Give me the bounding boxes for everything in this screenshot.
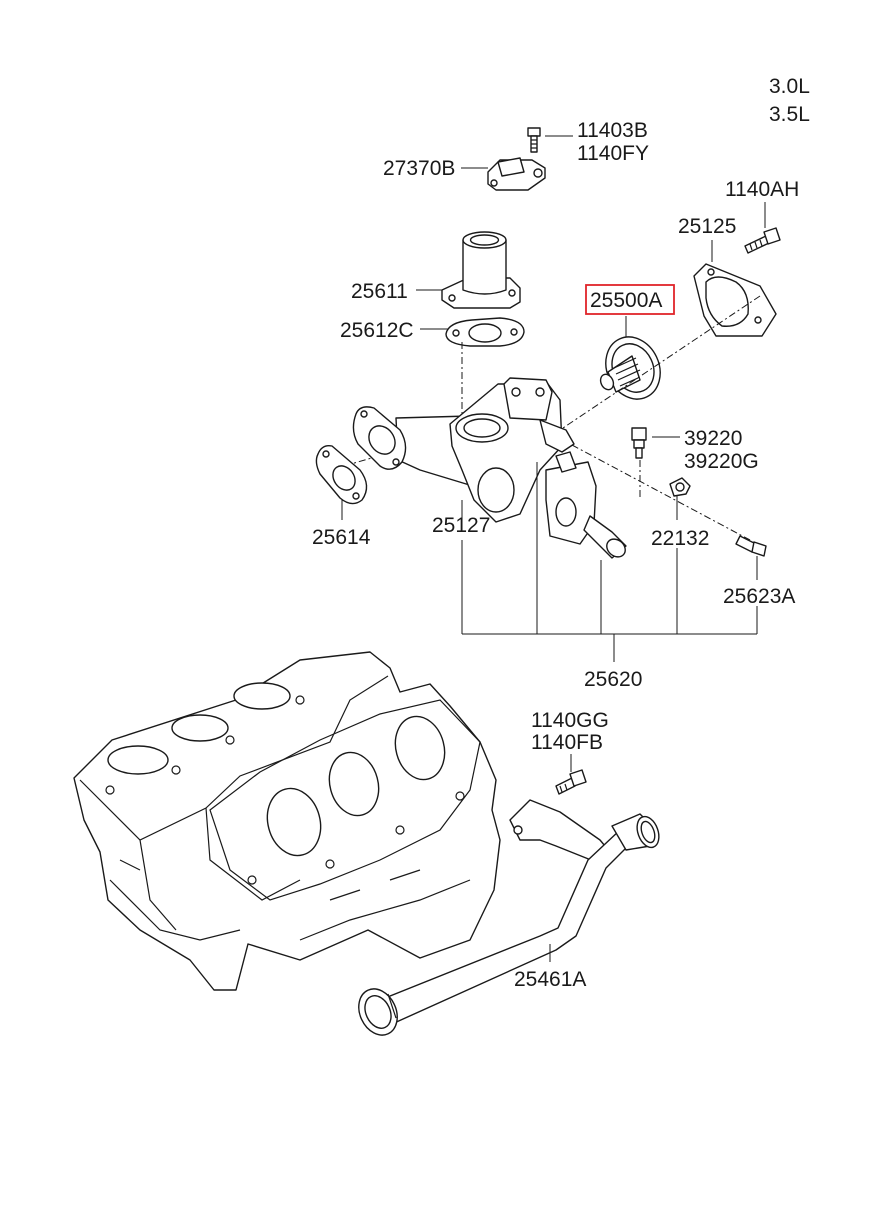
engine-variant-label: 3.5L bbox=[769, 103, 810, 126]
centerline-plug bbox=[571, 444, 751, 541]
part-label-25127[interactable]: 25127 bbox=[432, 514, 490, 537]
part-label-39220[interactable]: 39220 bbox=[684, 427, 742, 450]
part-label-25500a[interactable]: 25500A bbox=[590, 289, 662, 312]
gasket-25614-drawing bbox=[315, 444, 368, 505]
clip-22132-drawing bbox=[669, 477, 691, 497]
part-label-1140fy[interactable]: 1140FY bbox=[577, 142, 649, 165]
thermostat-25500a-drawing bbox=[599, 336, 661, 400]
bracket-25620 bbox=[461, 462, 758, 662]
sensor-39220-drawing bbox=[631, 427, 647, 459]
bolt-1140ah-drawing bbox=[744, 227, 781, 254]
outlet-fitting-25611-drawing bbox=[441, 231, 521, 309]
part-label-25620[interactable]: 25620 bbox=[584, 668, 642, 691]
part-label-25125[interactable]: 25125 bbox=[678, 215, 736, 238]
part-label-25614[interactable]: 25614 bbox=[312, 526, 371, 549]
water-pipe-25461a-drawing bbox=[358, 799, 660, 1036]
gasket-25612c-drawing bbox=[445, 317, 525, 347]
part-label-25623a[interactable]: 25623A bbox=[723, 585, 795, 608]
part-label-1140gg[interactable]: 1140GG bbox=[531, 709, 609, 732]
part-label-1140ah[interactable]: 1140AH bbox=[725, 178, 799, 201]
part-label-25461a[interactable]: 25461A bbox=[514, 968, 586, 991]
part-label-22132[interactable]: 22132 bbox=[651, 527, 709, 550]
part-label-11403b[interactable]: 11403B bbox=[577, 119, 648, 142]
part-label-27370b[interactable]: 27370B bbox=[383, 157, 455, 180]
part-label-1140fb[interactable]: 1140FB bbox=[531, 731, 603, 754]
sensor-27370b-drawing bbox=[487, 157, 546, 191]
manifold-25620-drawing bbox=[352, 377, 627, 559]
highlight-box-25500a bbox=[585, 284, 675, 315]
part-label-39220g[interactable]: 39220G bbox=[684, 450, 759, 473]
part-label-25611[interactable]: 25611 bbox=[351, 280, 408, 303]
centerline-thermostat bbox=[559, 295, 761, 431]
engine-block-drawing bbox=[73, 651, 501, 991]
thermostat-housing-25125-drawing bbox=[693, 263, 777, 337]
bolt-11403b-drawing bbox=[527, 127, 541, 153]
engine-variant-label: 3.0L bbox=[769, 75, 810, 98]
bolt-1140gg-drawing bbox=[555, 769, 587, 795]
part-label-25612c[interactable]: 25612C bbox=[340, 319, 414, 342]
plug-25623a-drawing bbox=[735, 535, 767, 557]
